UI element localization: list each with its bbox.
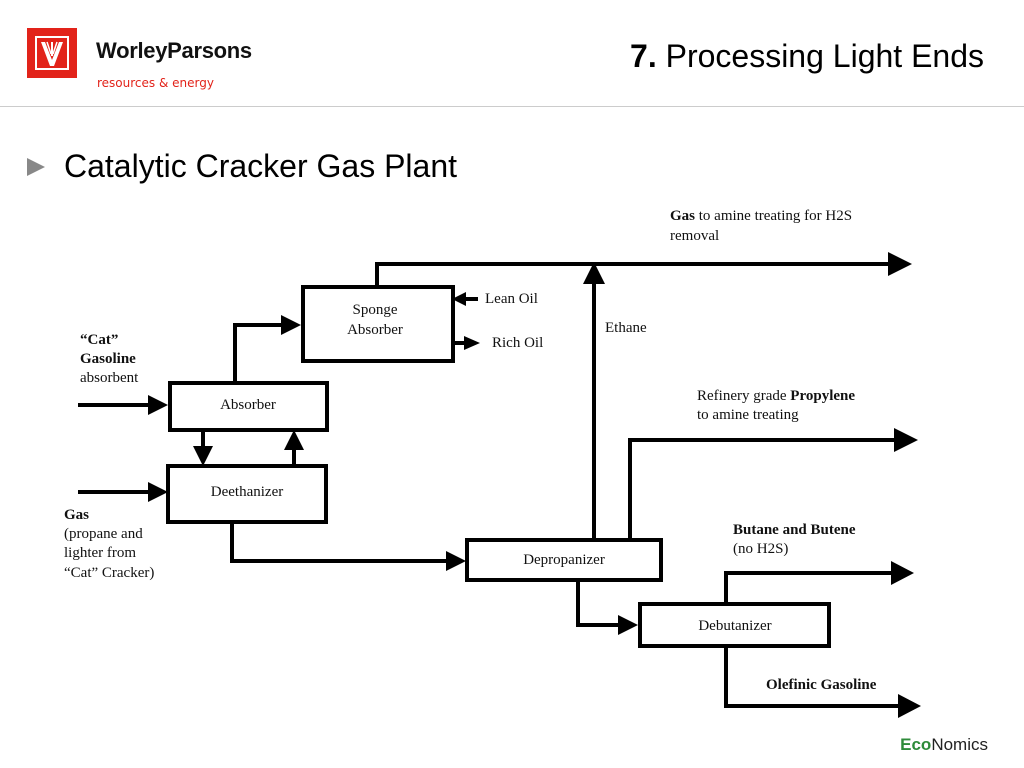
butane-label-1: Butane and Butene xyxy=(733,522,856,538)
flow-propylene-out xyxy=(628,438,896,540)
gas-in-label-3: lighter from xyxy=(64,545,136,561)
lean-oil-label: Lean Oil xyxy=(485,291,538,307)
absorber-label: Absorber xyxy=(220,397,276,413)
butane-label-2: (no H2S) xyxy=(733,541,788,557)
bullet-text: Catalytic Cracker Gas Plant xyxy=(64,148,458,184)
sponge-absorber-label-1: Sponge xyxy=(353,302,398,318)
arrowhead-ethane-icon xyxy=(583,262,605,284)
unit-labels: Sponge Absorber Absorber Deethanizer Dep… xyxy=(211,302,772,634)
depropanizer-box xyxy=(465,538,663,582)
flow-lines xyxy=(78,262,900,708)
gas-in-label-4: “Cat” Cracker) xyxy=(64,565,154,581)
page-title: 7. Processing Light Ends xyxy=(630,38,984,75)
deethanizer-label: Deethanizer xyxy=(211,484,283,500)
debutanizer-box xyxy=(638,602,831,648)
title-text: Processing Light Ends xyxy=(665,38,984,74)
gas-out-bold: Gas xyxy=(670,208,695,224)
footer-eco: Eco xyxy=(900,735,932,754)
arrowhead-butane-icon xyxy=(891,561,914,585)
arrowhead-to-debutanizer-icon xyxy=(618,615,638,635)
arrowhead-cat-gasoline-icon xyxy=(148,395,168,415)
absorber-box xyxy=(168,381,329,432)
footer-nomics: Nomics xyxy=(931,735,988,754)
arrowhead-up-absorber-icon xyxy=(284,430,304,450)
arrowhead-down-deethanizer-icon xyxy=(193,446,213,466)
propylene-pre: Refinery grade xyxy=(697,388,790,404)
rich-oil-label: Rich Oil xyxy=(492,335,543,351)
gas-in-label-2: (propane and xyxy=(64,526,143,542)
bullet-arrow-icon xyxy=(27,158,45,176)
propylene-label-2: to amine treating xyxy=(697,407,799,423)
deethanizer-box xyxy=(166,464,328,524)
worleyparsons-logo xyxy=(27,28,77,78)
arrowhead-to-depropanizer-icon xyxy=(446,551,466,571)
gas-out-label-1: Gas to amine treating for H2S xyxy=(670,208,852,224)
depropanizer-label: Depropanizer xyxy=(523,552,605,568)
header-divider xyxy=(0,106,1024,107)
arrowhead-rich-oil-icon xyxy=(464,336,480,350)
cat-gasoline-label-1: “Cat” xyxy=(80,332,118,348)
cat-gasoline-label-2: Gasoline xyxy=(80,351,136,367)
title-number: 7. xyxy=(630,38,657,74)
unit-boxes xyxy=(166,285,831,648)
flow-absorber-to-sponge xyxy=(233,323,283,383)
arrowhead-lean-oil-icon xyxy=(452,292,466,306)
sponge-absorber-box xyxy=(301,285,455,363)
arrowhead-propylene-icon xyxy=(894,428,918,452)
arrowhead-gas-in-icon xyxy=(148,482,168,502)
flow-olefinic-out xyxy=(724,646,900,708)
flow-depropanizer-to-debutanizer xyxy=(576,580,620,627)
sponge-absorber-label-2: Absorber xyxy=(347,322,403,338)
arrowheads xyxy=(148,252,921,718)
economics-logo: EcoNomics xyxy=(900,735,988,755)
gas-out-label-2: removal xyxy=(670,228,719,244)
flow-deethanizer-to-depropanizer xyxy=(230,522,448,563)
propylene-label-1: Refinery grade Propylene xyxy=(697,388,855,404)
ethane-label: Ethane xyxy=(605,320,647,336)
cat-gasoline-label-3: absorbent xyxy=(80,370,139,386)
arrowhead-gas-out-icon xyxy=(888,252,912,276)
arrowhead-to-sponge-icon xyxy=(281,315,301,335)
logo-emblem-icon xyxy=(35,36,69,70)
flow-butane-out xyxy=(724,571,893,604)
gas-out-rest: to amine treating for H2S xyxy=(695,208,852,224)
brand-tagline: resources & energy xyxy=(97,76,214,90)
brand-name: WorleyParsons xyxy=(96,38,252,63)
stream-labels: Gas to amine treating for H2S removal Le… xyxy=(64,208,877,693)
flow-sponge-to-gas-out xyxy=(375,262,890,287)
gas-in-label-1: Gas xyxy=(64,507,89,523)
arrowhead-olefinic-icon xyxy=(898,694,921,718)
debutanizer-label: Debutanizer xyxy=(698,618,771,634)
olefinic-gasoline-label: Olefinic Gasoline xyxy=(766,677,877,693)
propylene-bold: Propylene xyxy=(790,388,855,404)
